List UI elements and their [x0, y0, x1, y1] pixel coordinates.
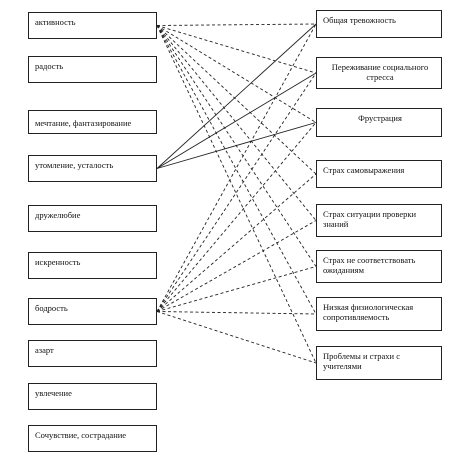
right-node-fiziologicheskaya: Низкая физиологическая сопротивляемость — [316, 297, 442, 331]
connector-line — [156, 23, 317, 312]
connector-line — [156, 311, 317, 315]
connector-line — [156, 311, 317, 364]
connector-line — [156, 122, 317, 312]
left-node-radost: радость — [28, 56, 157, 83]
connector-line — [156, 25, 317, 123]
connector-line — [156, 25, 317, 315]
node-label: Сочувствие, сострадание — [35, 430, 127, 440]
node-label: радость — [35, 61, 64, 71]
left-node-bodrost: бодрость — [28, 298, 157, 325]
node-label: Проблемы и страхи с учителями — [323, 351, 400, 371]
node-label: увлечение — [35, 388, 72, 398]
right-node-strah-proverki: Страх ситуации проверки знаний — [316, 204, 442, 237]
connector-line — [156, 122, 317, 169]
connector-line — [156, 173, 317, 312]
right-node-obshchaya-trevozhnost: Общая тревожность — [316, 10, 442, 38]
left-node-druzhelyubie: дружелюбие — [28, 205, 157, 232]
left-node-iskrennost: искренность — [28, 252, 157, 279]
node-label: Общая тревожность — [323, 15, 396, 25]
connector-line — [156, 266, 317, 312]
right-node-socialnyi-stress: Переживание социального стресса — [316, 57, 442, 89]
right-node-frustraciya: Фрустрация — [316, 108, 442, 137]
left-node-aktivnost: активность — [28, 12, 157, 39]
right-node-strah-ozhidaniya: Страх не соответствовать ожиданиям — [316, 250, 442, 283]
connector-line — [156, 25, 317, 267]
connector-line — [156, 72, 317, 312]
node-label: искренность — [35, 257, 81, 267]
left-node-azart: азарт — [28, 340, 157, 367]
left-node-utomlenie: утомление, усталость — [28, 155, 157, 182]
node-label: активность — [35, 17, 76, 27]
connector-line — [156, 25, 317, 74]
connector-line — [156, 220, 317, 312]
connector-line — [156, 72, 317, 169]
node-label: дружелюбие — [35, 210, 81, 220]
left-node-sochuvstvie: Сочувствие, сострадание — [28, 425, 157, 452]
connector-line — [156, 23, 317, 26]
node-label: Страх не соответствовать ожиданиям — [323, 255, 416, 275]
node-label: Переживание социального стресса — [331, 62, 429, 82]
left-node-uvlechenie: увлечение — [28, 383, 157, 410]
node-label: Страх ситуации проверки знаний — [323, 209, 417, 229]
node-label: мечтание, фантазирование — [35, 118, 132, 128]
connector-line — [156, 25, 317, 221]
right-node-strah-samovyrazheniya: Страх самовыражения — [316, 160, 442, 188]
node-label: бодрость — [35, 303, 68, 313]
node-label: Низкая физиологическая сопротивляемость — [323, 302, 414, 322]
connector-line — [156, 23, 317, 169]
connector-line — [156, 25, 317, 175]
right-node-uchitelya: Проблемы и страхи с учителями — [316, 346, 442, 380]
node-label: азарт — [35, 345, 54, 355]
node-label: Фрустрация — [358, 113, 402, 123]
node-label: утомление, усталость — [35, 160, 114, 170]
connector-line — [156, 25, 317, 364]
left-node-mechtanie: мечтание, фантазирование — [28, 110, 157, 134]
node-label: Страх самовыражения — [323, 165, 405, 175]
